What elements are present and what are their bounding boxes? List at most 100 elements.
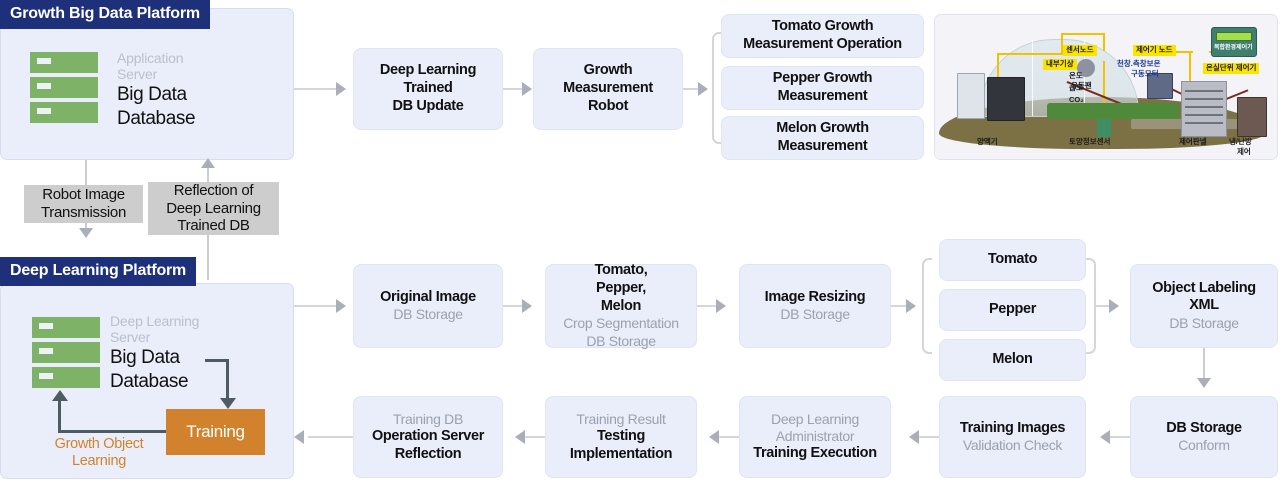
node-line: Pepper Growth [772, 70, 873, 87]
arrow-testing-to-operation [515, 430, 525, 444]
node-line: Implementation [569, 445, 673, 462]
dl-server-title-line1: Big Data [110, 347, 180, 369]
node-line: DB Storage [780, 306, 850, 323]
node-operation-server-reflection[interactable]: Training DB Operation Server Reflection [353, 396, 503, 478]
node-testing-implementation[interactable]: Training Result Testing Implementation [545, 396, 697, 478]
node-crop-melon[interactable]: Melon [939, 339, 1086, 381]
arrow-into-training [220, 398, 236, 409]
callout-line: Trained DB [177, 217, 250, 235]
sensor-network-line [1103, 61, 1105, 127]
connector-original-to-segmentation [503, 305, 529, 307]
node-line: Deep Learning [771, 411, 859, 428]
node-melon-growth-measurement[interactable]: Melon Growth Measurement [721, 116, 924, 160]
arrow-crops-to-labeling [1109, 299, 1119, 313]
label-cooling-heating-line2: 제어 [1237, 147, 1251, 156]
drive-motor [1147, 73, 1173, 99]
sensor-network-line [1103, 33, 1105, 51]
node-image-resizing[interactable]: Image Resizing DB Storage [739, 264, 891, 348]
label-drive-motor: 구동모터 [1131, 69, 1159, 78]
label-nutrient-supply: 양액기 [977, 137, 998, 146]
label-greenhouse-unit-controller: 온실단위 제어기 [1203, 63, 1260, 74]
node-line: Training Execution [753, 445, 877, 462]
node-pepper-growth-measurement[interactable]: Pepper Growth Measurement [721, 66, 924, 110]
node-object-labeling-xml[interactable]: Object Labeling XML DB Storage [1130, 264, 1278, 348]
callout-reflection-of-deep-learning-trained-db: Reflection of Deep Learning Trained DB [148, 182, 279, 235]
deep-learning-platform-title: Deep Learning Platform [0, 257, 197, 287]
label-internal-weather: 내부기상 [1043, 59, 1077, 70]
node-line: Original Image [380, 288, 476, 305]
label-soil-sensor: 토양정보센서 [1069, 137, 1111, 146]
server-rack-unit [30, 52, 98, 73]
server-rack-unit [30, 102, 98, 123]
node-original-image[interactable]: Original Image DB Storage [353, 264, 503, 348]
server-rack-unit [30, 77, 98, 98]
growth-server-title-line2: Database [117, 108, 196, 130]
server-rack-icon [32, 317, 100, 388]
callout-line: Transmission [40, 204, 127, 221]
node-crop-pepper[interactable]: Pepper [939, 289, 1086, 331]
connector-dbstorage-to-trainingimages [1104, 436, 1130, 438]
loop-training-to-server-vertical [58, 400, 61, 433]
node-line: DB Storage [393, 306, 463, 323]
connector-dbupdate-to-robot [503, 88, 529, 90]
label-controller-node: 제어기 노드 [1133, 45, 1176, 56]
server-rack-icon [30, 52, 98, 123]
dl-server-sublabel-line1: Deep Learning [110, 313, 200, 329]
arrow-original-to-segmentation [522, 299, 532, 313]
connector-trainingimages-to-execution [913, 436, 939, 438]
label-circulation-fan: 유동팬 [1071, 81, 1092, 90]
arrow-resizing-to-crops [906, 299, 916, 313]
node-line: Deep Learning [379, 62, 477, 79]
node-line: DB Update [392, 97, 464, 114]
node-tomato-growth-measurement-operation[interactable]: Tomato Growth Measurement Operation [721, 14, 924, 58]
node-line: Testing [596, 427, 646, 444]
control-panel [1181, 81, 1227, 137]
callout-robot-image-transmission: Robot Image Transmission [24, 185, 143, 223]
connector-segmentation-to-resizing [697, 305, 723, 307]
node-training-execution[interactable]: Deep Learning Administrator Training Exe… [739, 396, 891, 478]
loop-training-to-server-horizontal [58, 430, 166, 433]
node-line: Measurement [777, 138, 868, 154]
arrow-operation-to-platform [294, 430, 304, 444]
loop-db-to-training-vertical [226, 359, 229, 403]
sensor-network-line [1061, 33, 1105, 35]
node-line: Measurement Operation [743, 36, 902, 52]
label-temperature: 온도 [1069, 71, 1083, 80]
arrow-robot-image-down [79, 228, 93, 238]
soil-sensor [1097, 115, 1111, 137]
growth-server-title-line1: Big Data [117, 84, 187, 106]
node-line: Validation Check [962, 437, 1063, 454]
server-rack-unit [32, 342, 100, 363]
arrow-robot-to-measurements [698, 82, 708, 96]
node-line: Melon [600, 297, 642, 314]
training-caption-line1: Growth Object [54, 436, 144, 452]
node-training-images-validation[interactable]: Training Images Validation Check [939, 396, 1086, 478]
node-growth-measurement-robot[interactable]: Growth Measurement Robot [533, 48, 683, 130]
callout-line: Deep Learning [166, 199, 261, 217]
node-line: Melon Growth [776, 120, 869, 137]
bracket-measurement-group [712, 32, 722, 144]
node-line: Measurement [563, 80, 653, 97]
greenhouse-sensor-diagram: 센서노드 제어기 노드 온실단위 제어기 복합환경제어기 내부기상 온도 습도 … [934, 14, 1278, 160]
connector-resizing-to-crops [891, 305, 910, 307]
node-crop-tomato[interactable]: Tomato [939, 239, 1086, 281]
cooling-heating-unit [1237, 97, 1267, 137]
arrow-segmentation-to-resizing [716, 299, 726, 313]
sensor-network-line [997, 53, 999, 91]
arrow-to-original-image [336, 299, 346, 313]
node-line: Pepper [988, 301, 1037, 318]
arrow-dbstorage-to-trainingimages [1100, 430, 1110, 444]
growth-big-data-platform-title: Growth Big Data Platform [0, 0, 210, 30]
label-cooling-heating-line1: 냉/난방 [1229, 137, 1252, 146]
growth-server-label: Application Server Big Data Database [117, 50, 196, 130]
label-device-badge: 복합환경제어기 [1214, 45, 1253, 51]
node-db-storage-conform[interactable]: DB Storage Conform [1130, 396, 1278, 478]
arrow-growth-to-dbupdate [336, 82, 346, 96]
node-crop-segmentation[interactable]: Tomato, Pepper, Melon Crop Segmentation … [545, 262, 697, 349]
node-deep-learning-trained-db-update[interactable]: Deep Learning Trained DB Update [353, 48, 503, 130]
arrow-growth-object-learning-up [52, 390, 68, 401]
server-rack-unit [32, 317, 100, 338]
node-line: Operation Server [371, 427, 485, 444]
training-button[interactable]: Training [166, 409, 265, 455]
